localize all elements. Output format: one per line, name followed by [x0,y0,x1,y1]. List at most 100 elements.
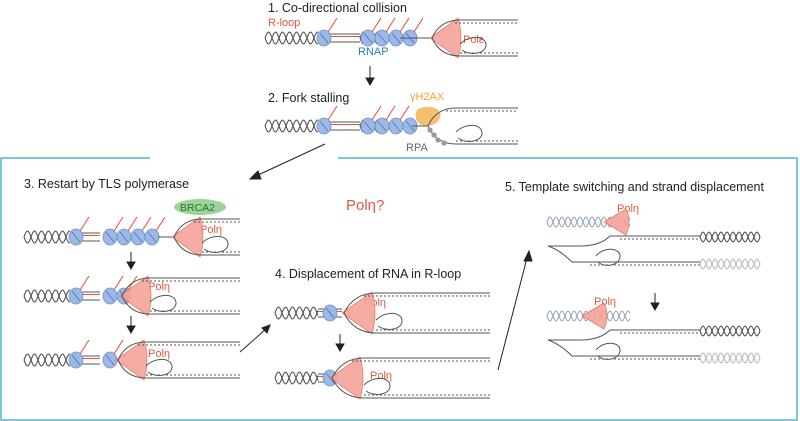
structure-drawings [23,17,761,400]
nascent-rna-tail [155,216,166,232]
rnap-dna-track [377,32,387,44]
step-3c-structure-helix [23,353,70,367]
polymerase-shape [119,275,152,317]
step-3a-structure [23,216,240,258]
rnap-complex [374,117,390,135]
pol-eta-question-label: Polη? [346,197,384,214]
rnap-dna-track [147,231,157,243]
step-4a-structure [274,291,490,335]
rnap-complex [402,117,418,135]
step-1-title: 1. Co-directional collision [268,1,407,15]
step-5b-structure-loop [595,342,621,360]
step-3b-structure-helix [23,289,70,303]
rnap-dna-track [105,231,115,243]
helix-strand-a [264,119,318,133]
pol-epsilon-label: Polε [463,34,484,46]
rnap-complex [316,29,332,47]
step-3b-structure-bottom-arm [121,295,240,315]
step1-top-arm [431,19,518,39]
step-3c-structure-top-arm [117,341,240,361]
steps-3-5-frame [0,157,798,421]
rnap-dna-track [405,120,415,132]
step-5b-structure-top-strand [548,329,700,341]
brca2-label: BRCA2 [180,202,215,214]
nascent-rna-tail [327,17,338,33]
polymerase-shape [171,216,204,258]
rnap-complex [388,117,404,135]
rloop-label: R-loop [268,17,300,29]
helix-strand-b [264,31,318,45]
step-3a-structure-loop [201,235,229,253]
pol-eta-label-3b: Polη [148,281,170,293]
gamma-h2ax-label: γH2AX [410,91,445,103]
step1-loop [459,36,487,54]
step-5b-structure [546,302,761,364]
step1-bottom-arm [431,37,518,57]
helix-strand-b [23,230,70,244]
pol-eta-label-5b: Polη [594,296,616,308]
rnap-complex [102,228,118,246]
nascent-rna-tail [413,17,424,33]
nascent-rna-tail [79,275,90,291]
rnap-complex [68,228,84,246]
nascent-rna-tail [399,17,410,33]
rnap-dna-track [377,120,387,132]
rnap-dna-track [133,231,143,243]
rnap-complex [68,351,84,369]
nascent-rna-tail [79,216,90,232]
helix-strand-b [699,258,761,270]
nascent-rna-tail [127,216,138,232]
rnap-complex [316,117,332,135]
rnap-dna-track [391,32,401,44]
step-3b-structure [23,275,240,317]
nascent-rna-tail [327,105,338,121]
rnap-dna-track [71,354,81,366]
rnap-dna-track [105,290,115,302]
helix-strand-b [699,325,761,337]
pol-eta-label-4b: Polη [370,370,392,382]
step-4a-structure-loop [375,312,403,330]
nascent-rna-tail [385,105,396,121]
step-3c-structure-loop [145,358,173,376]
helix-strand-a [23,289,70,303]
rnap-complex [130,228,146,246]
rpa-bead [435,137,441,143]
rpa-label: RPA [406,142,428,154]
helix-strand-b [23,353,70,367]
helix-strand-b [274,306,319,320]
nascent-rna-tail [79,339,90,355]
step-4a-structure-bottom-arm [343,312,490,334]
nascent-rna-tail [371,105,382,121]
step-4b-structure-top-arm [331,357,490,379]
step-5-title: 5. Template switching and strand displac… [505,180,764,194]
step-4-title: 4. Displacement of RNA in R-loop [275,267,461,281]
step-3a-structure-top-arm [173,218,240,238]
step-5a-structure-lower-helix [699,258,761,270]
nascent-rna-tail [113,216,124,232]
rpa-bead [431,132,437,138]
polymerase-shape [329,356,364,400]
rnap-complex [360,117,376,135]
step-2-structure [264,105,518,146]
step2-top-arm [427,107,518,127]
step2-helix [264,119,318,133]
nascent-rna-tail [141,216,152,232]
rnap-dna-track [391,120,401,132]
step-4a-structure-top-arm [343,292,490,314]
step-4b-structure-bottom-arm [331,377,490,399]
step-4b-structure-loop [363,377,391,395]
brca2-badge [174,199,226,215]
step-2-title: 2. Fork stalling [268,91,349,105]
helix-strand-a [23,230,70,244]
helix-strand-a [264,31,318,45]
rpa-bead [441,140,447,146]
polymerase-shape [115,339,148,381]
nascent-rna-tail [371,17,382,33]
polymerase-shape [429,17,462,59]
step-5b-structure-right-helix [699,325,761,337]
step-5a-structure-right-helix [699,231,761,243]
rnap-dna-track [363,120,373,132]
step-5a-structure-loop [595,248,621,266]
rnap-complex [144,228,160,246]
